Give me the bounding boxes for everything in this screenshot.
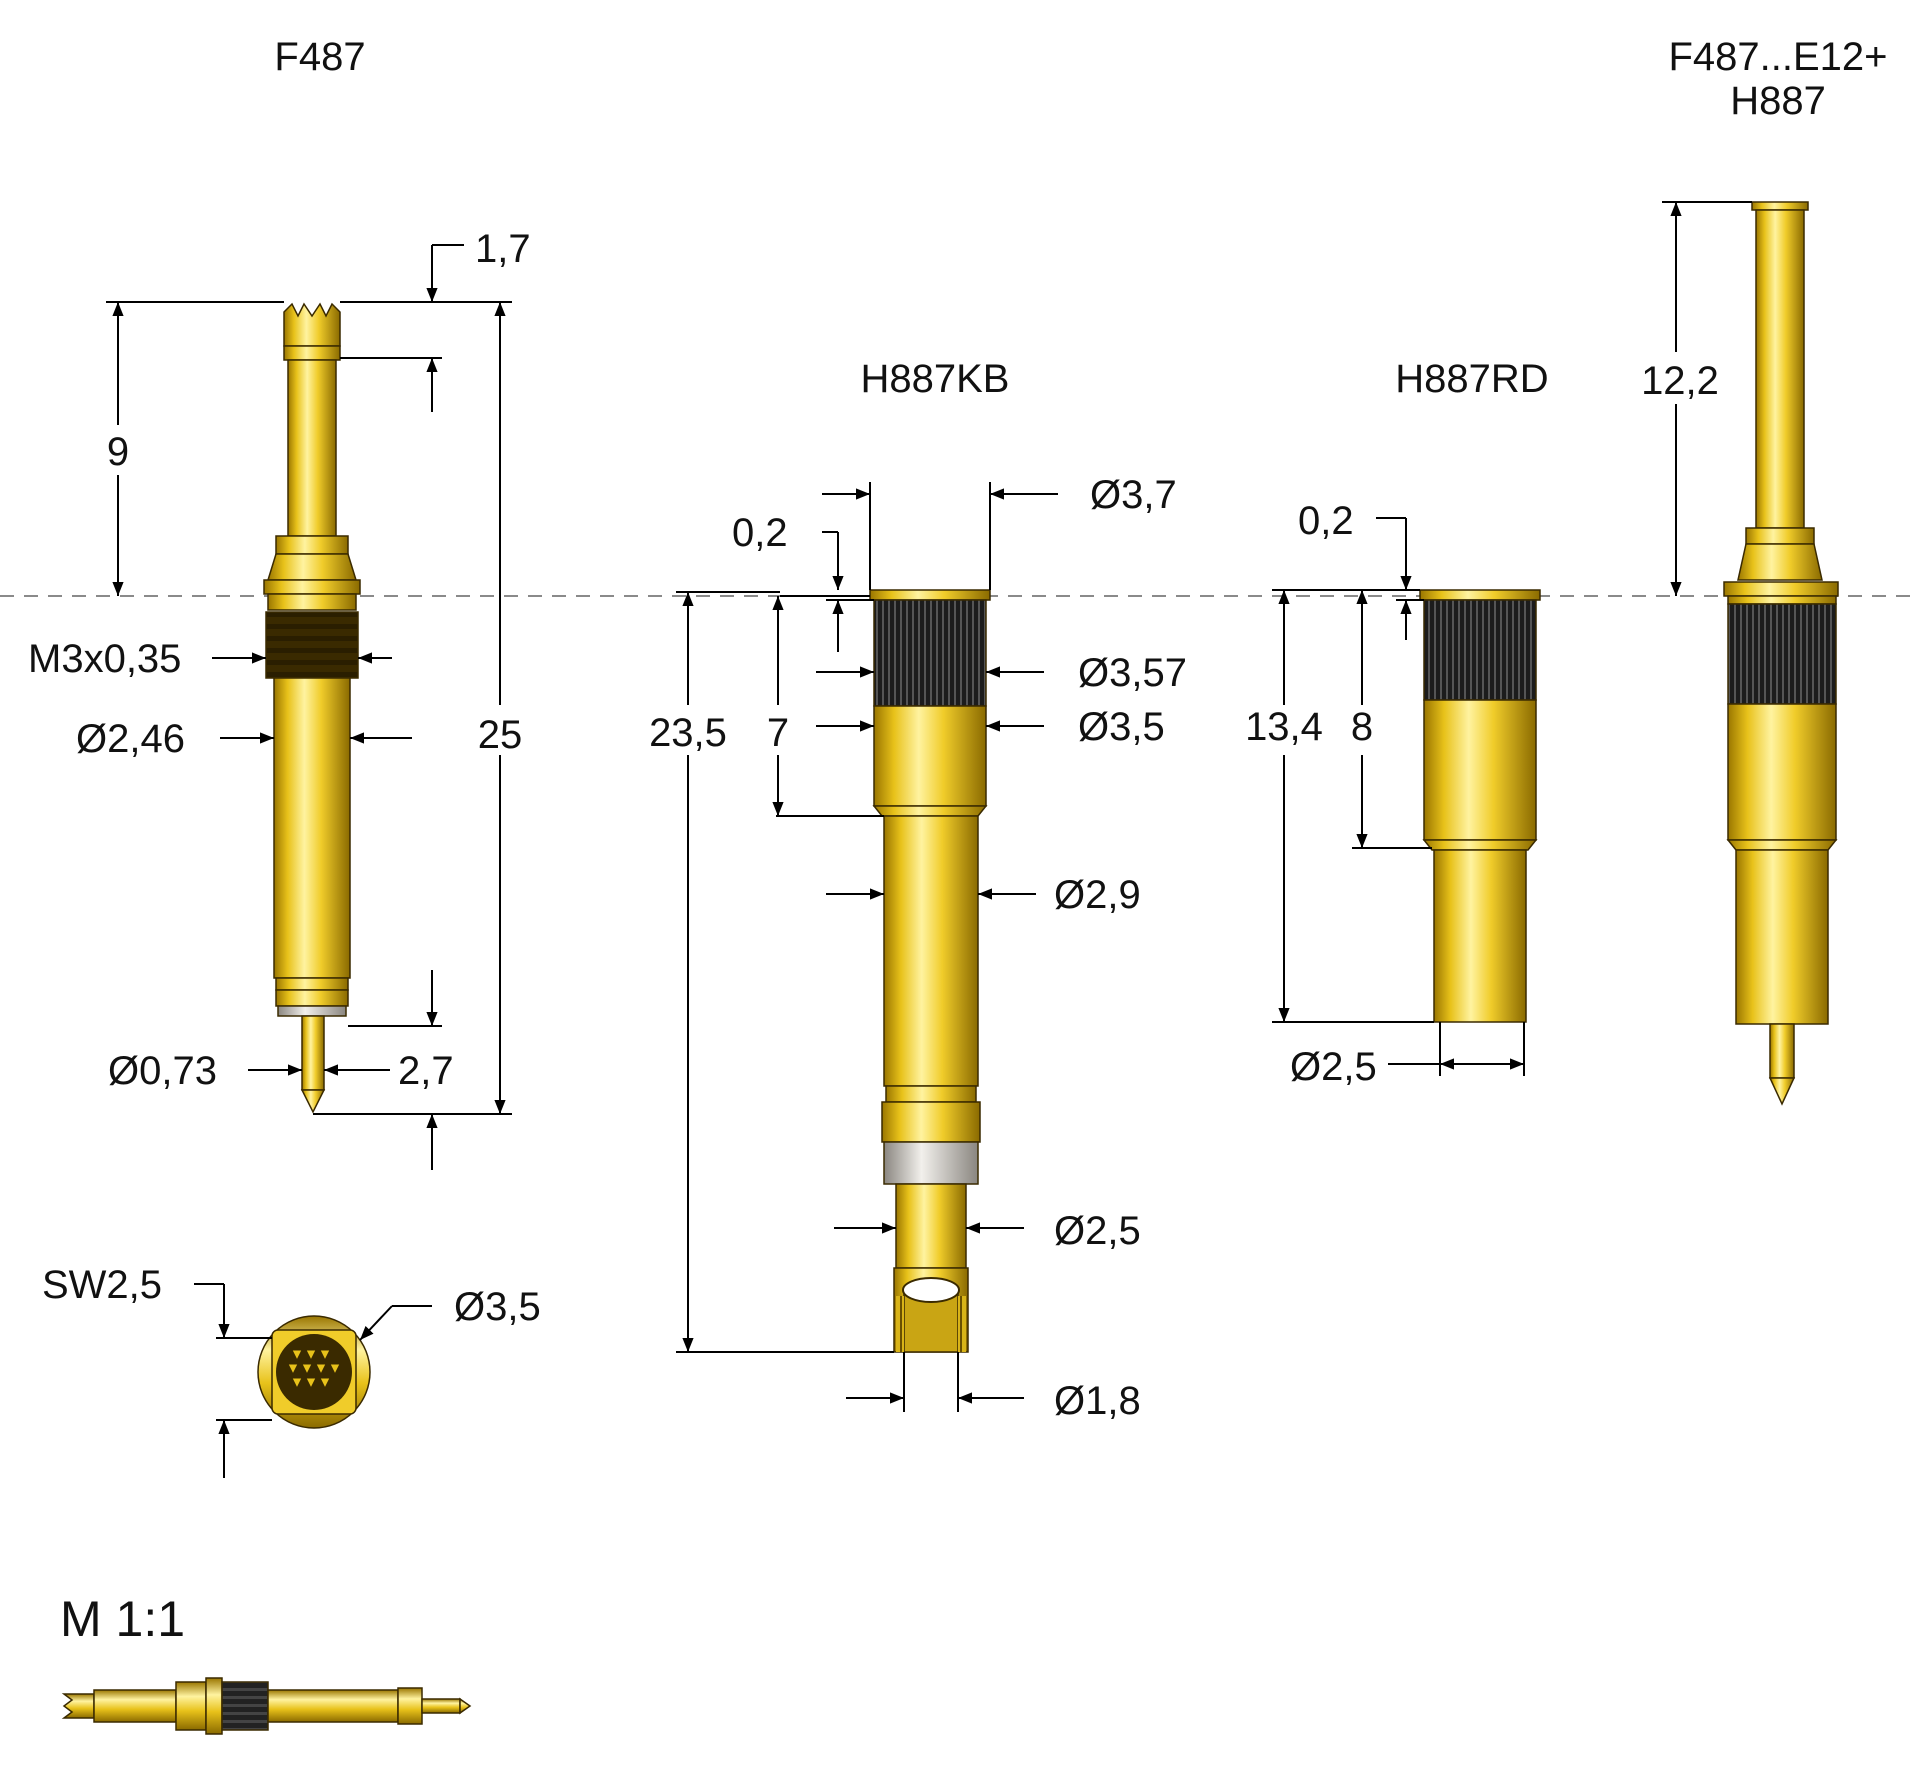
h887rd-receptacle <box>1419 589 1541 1023</box>
h887kb-collar-dia: Ø3,7 <box>1090 473 1177 517</box>
h887rd-collar-offset: 0,2 <box>1298 499 1354 543</box>
title-h887rd: H887RD <box>1395 357 1548 401</box>
h887kb-tail <box>895 1183 967 1269</box>
f487-tip-offset: 1,7 <box>475 227 531 271</box>
f487-dimensions: 1,7 9 25 M3x0,35 Ø2,46 Ø0,73 2,7 <box>28 227 531 1170</box>
h887kb-press-zone <box>873 705 987 807</box>
assembly-plunger <box>1755 209 1805 529</box>
h887kb-press-dia: Ø3,5 <box>1078 705 1165 749</box>
h887kb-receptacle <box>869 589 991 1353</box>
assembly-protrusion: 12,2 <box>1641 359 1719 403</box>
h887rd-body <box>1423 699 1537 841</box>
f487-head-length: 9 <box>107 430 129 474</box>
f487-pin-dia: Ø0,73 <box>108 1049 217 1093</box>
h887kb-shaft-dia: Ø2,9 <box>1054 873 1141 917</box>
f487-hex <box>266 553 358 581</box>
f487-pin <box>301 1015 325 1091</box>
title-f487: F487 <box>274 35 365 79</box>
end-view-outer-dia: Ø3,5 <box>454 1285 541 1329</box>
f487-collar <box>275 535 349 555</box>
f487-head-ring <box>283 345 341 361</box>
h887rd-collar <box>1419 589 1541 601</box>
h887rd-knurl-length: 8 <box>1351 705 1373 749</box>
title-assembly-line1: F487...E12+ <box>1668 35 1887 79</box>
h887kb-shaft <box>883 815 979 1087</box>
f487-thread-spec: M3x0,35 <box>28 637 181 681</box>
h887kb-total-length: 23,5 <box>649 711 727 755</box>
h887kb-collar-offset: 0,2 <box>732 511 788 555</box>
end-view-wrench-size: SW2,5 <box>42 1263 162 1307</box>
scale-label: M 1:1 <box>60 1591 185 1647</box>
h887kb-knurl-dia: Ø3,57 <box>1078 651 1187 695</box>
title-h887kb: H887KB <box>861 357 1010 401</box>
h887rd-tail <box>1433 849 1527 1023</box>
f487-probe <box>263 302 361 1114</box>
f487-body <box>273 677 351 979</box>
h887rd-tail-dia: Ø2,5 <box>1290 1045 1377 1089</box>
h887rd-total-length: 13,4 <box>1245 705 1323 749</box>
end-view: SW2,5 Ø3,5 <box>42 1263 541 1478</box>
h887rd-knurl <box>1423 599 1537 701</box>
scale-probe <box>61 1677 472 1735</box>
assembly-knurl <box>1727 603 1837 705</box>
f487-body-dia: Ø2,46 <box>76 717 185 761</box>
f487-total-length: 25 <box>478 713 523 757</box>
h887rd-dimensions: 0,2 13,4 8 Ø2,5 <box>1236 499 1525 1089</box>
h887kb-tail-dia: Ø2,5 <box>1054 1209 1141 1253</box>
h887kb-knurl <box>873 599 987 707</box>
end-view-crown <box>276 1334 352 1410</box>
title-assembly-line2: H887 <box>1730 79 1826 123</box>
f487-plunger <box>287 359 337 537</box>
f487-crown-tip <box>283 302 341 347</box>
assembly-pin <box>1769 1023 1795 1079</box>
h887kb-band <box>883 1141 979 1185</box>
f487-pin-length: 2,7 <box>398 1049 454 1093</box>
h887kb-bore-dia: Ø1,8 <box>1054 1379 1141 1423</box>
f487-thread <box>265 611 359 679</box>
h887kb-collar <box>869 589 991 601</box>
h887kb-dimensions: Ø3,7 0,2 Ø3,57 Ø3,5 7 23,5 Ø2,9 Ø2,5 <box>640 473 1187 1423</box>
assembly-body <box>1727 703 1837 841</box>
h887kb-knurl-length: 7 <box>767 711 789 755</box>
assembly-tail <box>1735 849 1829 1025</box>
assembly: 12,2 <box>1632 201 1839 1106</box>
